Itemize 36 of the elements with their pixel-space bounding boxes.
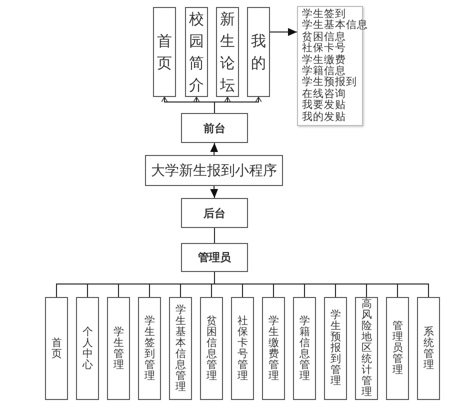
function-box: 学生预报到管理 — [324, 297, 347, 400]
list-item: 学生签到 — [302, 9, 346, 20]
function-box: 个人中心 — [76, 297, 99, 400]
menu-box: 首页 — [153, 7, 176, 97]
list-item: 学籍信息 — [302, 66, 346, 78]
module-box: 前台 — [181, 113, 248, 143]
function-box: 学生缴费管理 — [262, 297, 285, 400]
function-box: 学籍信息管理 — [293, 297, 316, 400]
list-item: 在线咨询 — [302, 88, 346, 100]
list-item: 我要发贴 — [302, 100, 346, 112]
function-box: 学生基本信息管理 — [169, 297, 192, 400]
function-box: 高风险地区统计管理 — [355, 297, 378, 400]
list-item: 社保卡号 — [302, 43, 346, 54]
module-box: 管理员 — [181, 243, 248, 272]
function-box: 社保卡号管理 — [231, 297, 254, 400]
function-box: 首页 — [45, 297, 68, 400]
arrow — [210, 186, 218, 198]
menu-box: 新生论坛 — [216, 7, 239, 97]
function-box: 学生管理 — [107, 297, 130, 400]
list-item: 贫困信息 — [302, 32, 346, 43]
connector-line — [214, 228, 215, 244]
function-box: 学生签到管理 — [138, 297, 161, 400]
list-item: 学生预报到 — [302, 77, 357, 88]
function-box: 管理员管理 — [386, 297, 409, 400]
arrow — [270, 28, 298, 36]
list-item: 我的发贴 — [302, 112, 346, 124]
list-item: 学生缴费 — [302, 54, 346, 66]
module-box: 后台 — [181, 198, 248, 228]
list-item: 学生基本信息 — [302, 20, 368, 32]
arrow — [214, 96, 262, 114]
app-box: 大学新生报到小程序 — [145, 155, 283, 186]
function-box: 贫困信息管理 — [200, 297, 223, 400]
menu-box: 校园简介 — [185, 7, 208, 97]
menu-box: 我的 — [247, 7, 270, 97]
arrow — [210, 142, 218, 156]
function-box: 系统管理 — [417, 297, 440, 400]
